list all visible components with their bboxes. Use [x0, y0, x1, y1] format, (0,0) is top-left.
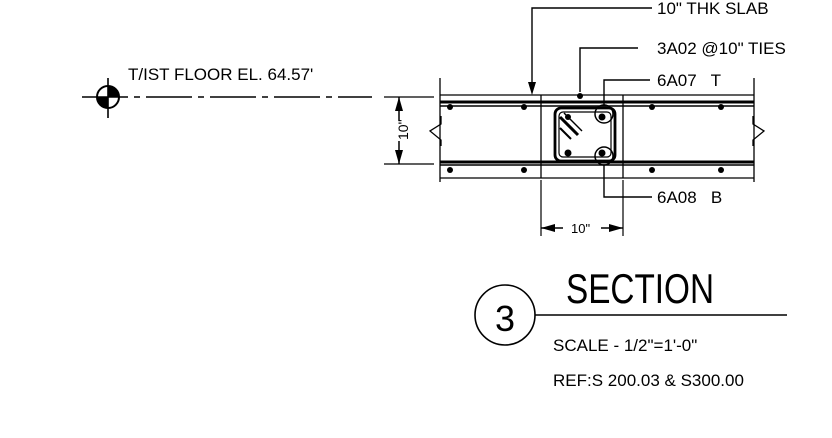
- ties-leader: [579, 47, 638, 92]
- beam-width-label: 10": [571, 221, 590, 236]
- slab-thickness-label: 10": [395, 119, 411, 140]
- section-reference: REF:S 200.03 & S300.00: [553, 371, 744, 390]
- section-title: SECTION: [566, 265, 714, 312]
- slab-thickness-dimension: [384, 96, 434, 165]
- bottom-bars-leader: [603, 165, 652, 198]
- distribution-bar-dots: [447, 93, 724, 173]
- beam-width-dimension: [540, 180, 624, 236]
- slab-callout-label: 10" THK SLAB: [657, 0, 769, 18]
- top-bars-callout-label: 6A07 T: [657, 71, 721, 90]
- top-rebar: [440, 100, 754, 107]
- elevation-marker: [96, 78, 120, 118]
- slab-outline: [428, 78, 766, 182]
- slab-leader: [528, 7, 652, 95]
- beam-stirrup: [553, 104, 617, 166]
- top-bars-leader: [603, 79, 650, 105]
- section-title-block: [474, 284, 787, 346]
- ties-callout-label: 3A02 @10" TIES: [657, 39, 786, 58]
- floor-elevation-label: T/IST FLOOR EL. 64.57': [128, 65, 313, 84]
- bottom-bars-callout-label: 6A08 B: [657, 188, 722, 207]
- section-scale: SCALE - 1/2"=1'-0": [553, 336, 697, 355]
- section-number: 3: [495, 298, 515, 339]
